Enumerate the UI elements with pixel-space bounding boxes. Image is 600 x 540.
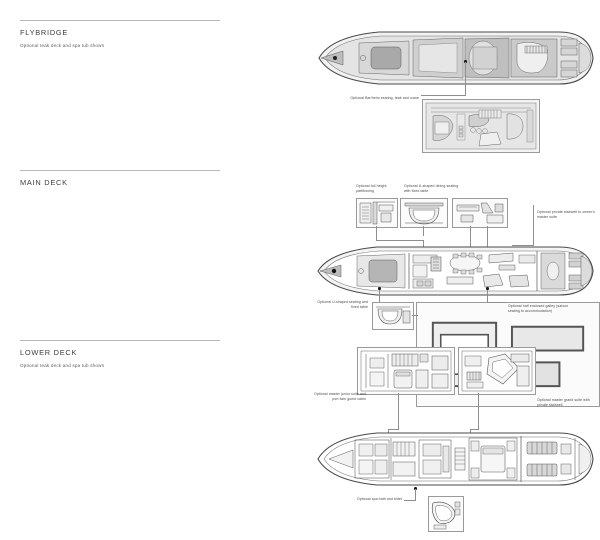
section-header-main-deck: MAIN DECK [20, 170, 220, 192]
leader-spa-v [415, 489, 416, 500]
section-title: LOWER DECK [20, 348, 78, 357]
leader-line-flybridge-h [421, 95, 466, 96]
leader-spa-h [404, 500, 416, 501]
annotation-ushaped-dining: Optional U-shaped dining seating with fi… [404, 184, 459, 193]
inset-flybridge-detail [422, 99, 540, 153]
leader-galley-v [487, 288, 488, 302]
section-rule [20, 170, 220, 171]
leader-dot-spa-bath [414, 487, 417, 490]
inset-dining-detail [400, 198, 448, 228]
annotation-full-height-partitioning: Optional full height partitioning [356, 184, 387, 193]
leader-junior-h [388, 429, 399, 430]
inset-ushaped-seating [372, 302, 414, 330]
leader-dot-ushaped [378, 287, 381, 290]
leader-galley-h [487, 302, 507, 303]
leader-dining-v [423, 226, 424, 236]
leader-dot-flybridge [464, 60, 467, 63]
leader-dot-galley [486, 287, 489, 290]
inset-partitioning-detail [356, 198, 398, 228]
leader-line-flybridge-v [465, 62, 466, 95]
leader-grand-h [470, 429, 479, 430]
lower-deck-hull-plan [313, 428, 597, 490]
leader-partitioning-h [376, 240, 424, 241]
annotation-flybridge-bar-helm: Optional Bar/helm seating, teak and cran… [350, 96, 419, 100]
annotation-grand-suite: Optional master grand suite with private… [537, 398, 590, 407]
annotation-half-enclosed-galley: Optional half enclosed galley (saloon se… [508, 304, 569, 313]
leader-line-stairwell-h [512, 245, 534, 246]
leader-saloon-connect [412, 315, 418, 316]
leader-ushaped-v [379, 288, 380, 302]
inset-grand-suite-detail [458, 347, 536, 395]
section-header-lower-deck: LOWER DECK Optional teak deck and spa tu… [20, 340, 220, 369]
inset-saloon-detail [452, 198, 508, 228]
inset-spa-bath-detail [428, 496, 464, 532]
section-subtitle: Optional teak deck and spa tub shown [20, 43, 105, 48]
section-header-flybridge: FLYBRIDGE Optional teak deck and spa tub… [20, 20, 220, 49]
annotation-private-stairwell: Optional private stairwell to owner's ma… [537, 210, 595, 219]
section-title: FLYBRIDGE [20, 28, 69, 37]
leader-saloon-v [487, 226, 488, 258]
leader-partitioning-v [376, 226, 377, 240]
annotation-ushaped-seating: Optional U-shaped seating and fixed tabl… [317, 300, 368, 309]
section-rule [20, 340, 220, 341]
annotation-junior-suite: Optional master junior suite and port tw… [314, 392, 366, 401]
section-subtitle: Optional teak deck and spa tub shown [20, 363, 105, 368]
leader-line-stairwell-v [533, 205, 534, 245]
inset-junior-suite-detail [357, 347, 455, 395]
section-rule [20, 20, 220, 21]
leader-grand-suite-v [478, 393, 479, 429]
main-deck-hull-plan [313, 243, 597, 299]
section-title: MAIN DECK [20, 178, 68, 187]
annotation-spa-bath: Optional spa bath and bidet [357, 497, 402, 501]
leader-dining-v2 [470, 226, 471, 256]
leader-junior-suite-v [398, 393, 399, 429]
flybridge-hull-plan [313, 27, 597, 89]
